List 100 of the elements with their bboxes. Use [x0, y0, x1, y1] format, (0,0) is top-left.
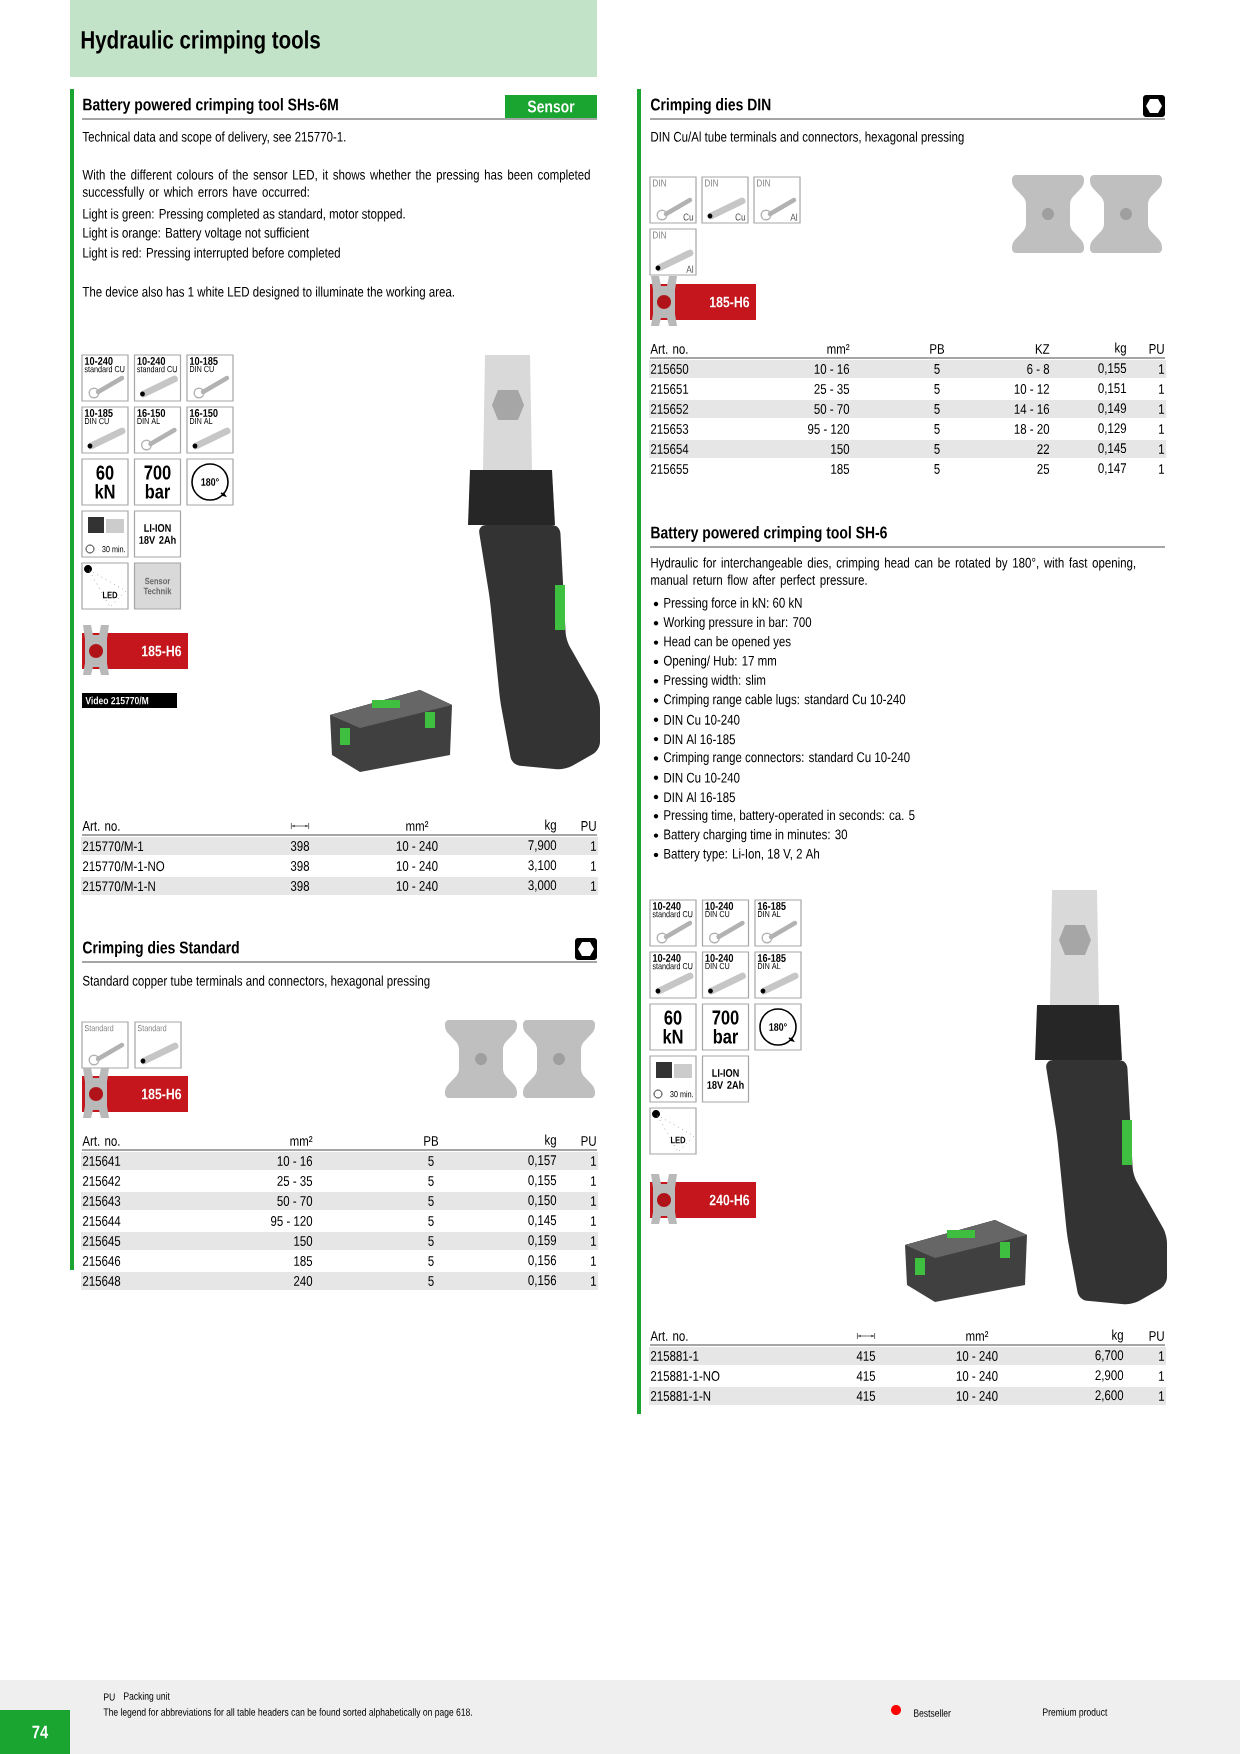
table-cell: 3,000 [528, 880, 557, 892]
table-cell: 1 [591, 1276, 597, 1286]
table-cell: 215770/M-1 [82, 840, 144, 852]
table-cell: 215881-1-N [650, 1391, 711, 1401]
table-cell: 0,151 [1098, 383, 1127, 395]
label: Al [686, 265, 694, 273]
column-header: mm² [966, 1331, 989, 1341]
column-header: kg [545, 1134, 556, 1148]
table-cell: 1 [591, 1176, 597, 1186]
column-header: kg [545, 819, 556, 833]
table-cell: 10 - 240 [396, 881, 438, 891]
table-cell: 25 - 35 [277, 1176, 313, 1186]
bullet-item: Opening/ Hub: 17 mm [653, 655, 776, 669]
bullet-item: Crimping range connectors: standard Cu 10-240 [653, 751, 910, 765]
table-cell: 1 [1159, 384, 1165, 394]
table-cell: 415 [856, 1351, 876, 1361]
table-cell: 7,900 [528, 840, 557, 852]
column-header: PU [581, 1136, 596, 1146]
table-cell: 415 [856, 1391, 876, 1401]
table-cell: 1 [591, 841, 597, 851]
column-header: mm² [406, 821, 429, 831]
table-cell: 0,157 [528, 1155, 556, 1167]
table-cell: 5 [934, 384, 940, 394]
column-header: Art. no. [82, 821, 120, 831]
section-heading: Battery powered crimping tool SHs-6M [83, 98, 338, 114]
table-cell: 10 - 16 [277, 1156, 313, 1166]
table-cell: 215652 [650, 404, 689, 414]
paragraph: Light is green: Pressing completed as standard, motor stopped. [83, 208, 405, 222]
column-header: Art. no. [650, 344, 688, 354]
table-cell: 95 - 120 [808, 424, 850, 434]
table-cell: 5 [428, 1276, 434, 1286]
table-cell: 1 [1159, 404, 1165, 414]
table-cell: 398 [290, 841, 310, 851]
table-cell: 10 - 240 [956, 1351, 998, 1361]
footnote: PU [104, 1693, 115, 1701]
bullet-item: DIN Cu 10-240 [653, 714, 740, 725]
section-heading: Crimping dies Standard [82, 941, 239, 957]
table-cell: 215770/M-1-N [82, 880, 155, 892]
table-cell: 215653 [650, 424, 689, 434]
table-cell: 215642 [82, 1176, 121, 1186]
label: Cu [735, 213, 746, 221]
table-cell: 185 [831, 464, 850, 474]
table-cell: 1 [1159, 364, 1165, 374]
table-cell: 5 [428, 1176, 434, 1186]
bullet-item: DIN Cu 10-240 [653, 772, 740, 783]
bullet-item: Pressing time, battery-operated in seconds: ca. 5 [653, 809, 915, 823]
table-cell: 215645 [82, 1236, 121, 1246]
bullet-item: Working pressure in bar: 700 [653, 616, 812, 630]
table-cell: 215881-1 [650, 1351, 699, 1361]
table-cell: 215650 [650, 364, 689, 374]
table-cell: 215655 [650, 464, 689, 474]
table-cell: 1 [1159, 1351, 1165, 1361]
table-cell: 150 [831, 444, 850, 454]
table-cell: 1 [591, 1156, 597, 1166]
table-cell: 10 - 240 [396, 861, 438, 871]
table-cell: 50 - 70 [277, 1196, 313, 1206]
table-cell: 0,156 [528, 1255, 557, 1267]
label: DIN [653, 231, 666, 239]
table-cell: 1 [1159, 424, 1165, 434]
die-size-badge: 185-H6 [82, 625, 188, 675]
section-heading: Battery powered crimping tool SH-6 [651, 526, 887, 542]
table-cell: 398 [290, 881, 310, 891]
paragraph: Hydraulic for interchangeable dies, crimping head can be rotated by 180°, with fast opening, manual return flow after perfect pressure. [651, 557, 1136, 588]
table-cell: 5 [428, 1236, 434, 1246]
column-header: mm² [290, 1136, 313, 1146]
page-number: 74 [0, 1710, 70, 1754]
paragraph: Light is orange: Battery voltage not sufficient [83, 227, 310, 241]
column-header: kg [1112, 1329, 1123, 1343]
table-cell: 6 - 8 [1027, 364, 1050, 374]
table-cell: 10 - 240 [396, 841, 438, 851]
table-cell: 215644 [82, 1216, 121, 1226]
table-cell: 415 [856, 1371, 876, 1381]
table-cell: 25 - 35 [814, 384, 850, 394]
table-cell: 0,129 [1098, 423, 1127, 435]
table-cell: 10 - 240 [956, 1391, 998, 1401]
table-cell: 25 [1037, 464, 1050, 474]
table-cell: 0,145 [1098, 443, 1127, 455]
table-cell: 0,156 [528, 1275, 557, 1287]
column-header: PB [930, 344, 945, 354]
table-cell: 5 [428, 1216, 434, 1226]
table-cell: 215651 [650, 384, 689, 394]
die-size-badge: 185-H6 [650, 276, 756, 326]
table-cell: 14 - 16 [1014, 404, 1050, 414]
label: DIN [757, 179, 770, 187]
table-cell: 215643 [82, 1196, 121, 1206]
table-cell: 0,145 [528, 1215, 557, 1227]
section-heading: Crimping dies DIN [650, 98, 771, 114]
column-header: PU [1149, 1331, 1164, 1341]
column-header: PB [424, 1136, 439, 1146]
label: Cu [683, 213, 694, 221]
table-cell: 398 [290, 861, 310, 871]
table-cell: 18 - 20 [1014, 424, 1050, 434]
table-cell: 215648 [82, 1276, 121, 1286]
title-band: Hydraulic crimping tools [70, 0, 597, 77]
table-cell: 215646 [82, 1256, 121, 1266]
sensor-badge: Sensor [505, 95, 597, 118]
table-cell: 50 - 70 [814, 404, 850, 414]
table-cell: 10 - 16 [814, 364, 850, 374]
bullet-item: DIN Al 16-185 [653, 791, 735, 803]
label: Al [790, 213, 798, 221]
